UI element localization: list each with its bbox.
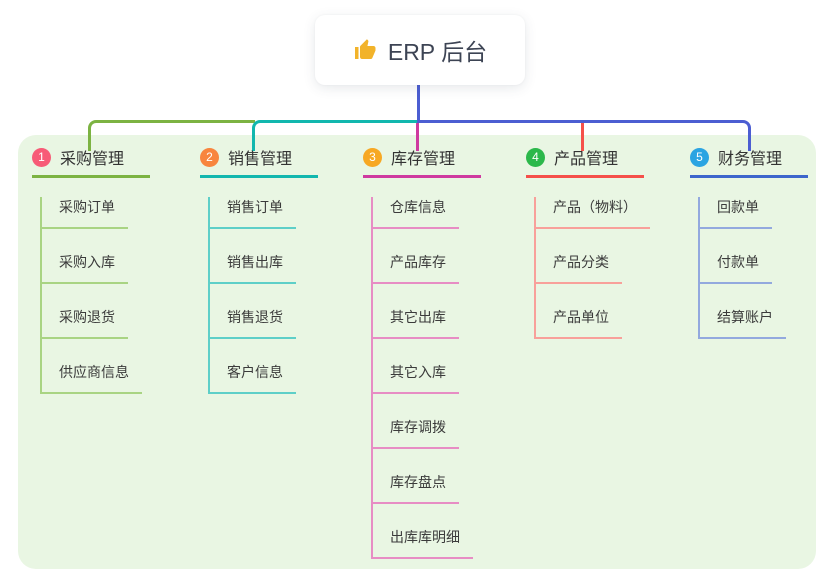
mindmap-node[interactable]: 库存盘点 bbox=[373, 472, 459, 504]
mindmap-node[interactable]: 产品库存 bbox=[373, 252, 459, 284]
mindmap-node[interactable]: 销售退货 bbox=[210, 307, 296, 339]
branch-label: 销售管理 bbox=[228, 151, 293, 168]
mindmap-node[interactable]: 出库库明细 bbox=[373, 527, 473, 559]
branch-label: 财务管理 bbox=[718, 151, 783, 168]
branch-number-badge: 2 bbox=[200, 147, 219, 167]
mindmap-node[interactable]: 其它出库 bbox=[373, 307, 459, 339]
mindmap-node[interactable]: 付款单 bbox=[700, 252, 772, 284]
branch-children: 销售订单 销售出库 销售退货 客户信息 bbox=[208, 197, 296, 394]
branch-label: 库存管理 bbox=[391, 151, 456, 168]
mindmap-node[interactable]: 供应商信息 bbox=[42, 362, 142, 394]
branch-label: 产品管理 bbox=[554, 151, 619, 168]
branch-number-badge: 4 bbox=[526, 147, 545, 167]
branch-number-badge: 5 bbox=[690, 147, 709, 167]
mindmap-node[interactable]: 产品单位 bbox=[536, 307, 622, 339]
branch-title[interactable]: 2 销售管理 bbox=[200, 146, 318, 178]
mindmap-node[interactable]: 客户信息 bbox=[210, 362, 296, 394]
branch-sales-management: 2 销售管理 销售订单 销售出库 销售退货 客户信息 bbox=[200, 146, 318, 394]
mindmap-node[interactable]: 回款单 bbox=[700, 197, 772, 229]
mindmap-node[interactable]: 产品分类 bbox=[536, 252, 622, 284]
branch-title[interactable]: 1 采购管理 bbox=[32, 146, 150, 178]
mindmap-node[interactable]: 结算账户 bbox=[700, 307, 786, 339]
root-title: ERP 后台 bbox=[387, 39, 488, 65]
root-trunk-connector bbox=[417, 85, 420, 123]
thumbs-up-icon bbox=[353, 38, 377, 62]
branch-product-management: 4 产品管理 产品（物料） 产品分类 产品单位 bbox=[526, 146, 650, 339]
branch-children: 采购订单 采购入库 采购退货 供应商信息 bbox=[40, 197, 142, 394]
connector-branch-4 bbox=[581, 123, 584, 151]
mindmap-node[interactable]: 产品（物料） bbox=[536, 197, 650, 229]
branch-title[interactable]: 4 产品管理 bbox=[526, 146, 644, 178]
branch-label: 采购管理 bbox=[60, 151, 125, 168]
branch-children: 回款单 付款单 结算账户 bbox=[698, 197, 786, 339]
mindmap-node[interactable]: 采购订单 bbox=[42, 197, 128, 229]
branch-inventory-management: 3 库存管理 仓库信息 产品库存 其它出库 其它入库 库存调拨 库存盘点 出库库… bbox=[363, 146, 481, 559]
connector-branch-2 bbox=[252, 120, 418, 151]
branch-children: 仓库信息 产品库存 其它出库 其它入库 库存调拨 库存盘点 出库库明细 bbox=[371, 197, 473, 559]
connector-branch-3 bbox=[416, 123, 419, 151]
mindmap-node[interactable]: 其它入库 bbox=[373, 362, 459, 394]
branch-number-badge: 3 bbox=[363, 147, 382, 167]
branch-finance-management: 5 财务管理 回款单 付款单 结算账户 bbox=[690, 146, 808, 339]
branch-purchase-management: 1 采购管理 采购订单 采购入库 采购退货 供应商信息 bbox=[32, 146, 150, 394]
mindmap-node[interactable]: 采购退货 bbox=[42, 307, 128, 339]
root-node[interactable]: ERP 后台 bbox=[315, 15, 525, 85]
branch-number-badge: 1 bbox=[32, 147, 51, 167]
branches-background-panel bbox=[18, 135, 816, 569]
connector-branch-1 bbox=[88, 120, 255, 151]
branch-children: 产品（物料） 产品分类 产品单位 bbox=[534, 197, 650, 339]
mindmap-node[interactable]: 采购入库 bbox=[42, 252, 128, 284]
mindmap-node[interactable]: 销售订单 bbox=[210, 197, 296, 229]
branch-title[interactable]: 5 财务管理 bbox=[690, 146, 808, 178]
mindmap-node[interactable]: 仓库信息 bbox=[373, 197, 459, 229]
mindmap-node[interactable]: 销售出库 bbox=[210, 252, 296, 284]
mindmap-node[interactable]: 库存调拨 bbox=[373, 417, 459, 449]
branch-title[interactable]: 3 库存管理 bbox=[363, 146, 481, 178]
connector-branch-5 bbox=[417, 120, 751, 151]
